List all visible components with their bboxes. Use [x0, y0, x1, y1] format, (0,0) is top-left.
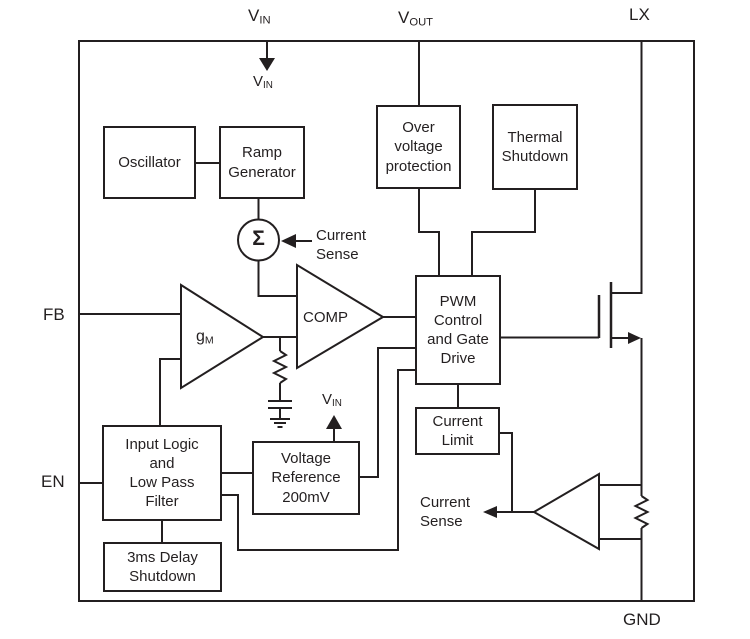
gm-triangle [180, 283, 265, 390]
vin-main: V [248, 6, 260, 25]
inner-vin-main: V [253, 73, 264, 90]
comp-triangle [296, 263, 385, 370]
signal-wires [79, 41, 643, 602]
inner-vin-sub: IN [263, 80, 273, 92]
over-voltage-protection-block: Over voltage protection [376, 105, 461, 189]
ground-symbol [270, 418, 290, 428]
mosfet-plates [597, 282, 613, 348]
pin-label-en: EN [41, 472, 65, 491]
pin-label-lx: LX [629, 5, 650, 24]
summing-junction-circle [237, 218, 280, 262]
vout-sub: OUT [409, 16, 434, 29]
vref-vin-label: VIN [322, 391, 342, 409]
delay-shutdown-block: 3ms Delay Shutdown [103, 542, 222, 592]
vref-vin-main: V [322, 391, 333, 408]
current-limit-label: Current Limit [432, 412, 483, 449]
pin-label-vin: VIN [248, 6, 271, 26]
sense-resistor [633, 495, 650, 529]
thermal-shutdown-block: Thermal Shutdown [492, 104, 578, 190]
current-sense-amp-triangle [531, 472, 600, 551]
sigma-input-arrowhead [281, 234, 296, 248]
compensation-capacitor [268, 400, 292, 409]
ramp-generator-block: Ramp Generator [219, 126, 305, 199]
current-sense-arrowhead [483, 506, 497, 518]
thermal-shutdown-label: Thermal Shutdown [501, 128, 569, 165]
vref-vin-arrowhead [326, 415, 342, 429]
current-sense-annotation-top: Current Sense [316, 227, 367, 264]
pwm-control-block: PWM Control and Gate Drive [415, 275, 501, 385]
compensation-resistor [271, 350, 289, 384]
inner-vin-label: VIN [253, 73, 273, 91]
delay-shutdown-label: 3ms Delay Shutdown [127, 548, 198, 585]
current-limit-block: Current Limit [415, 407, 500, 455]
vin-sub: IN [259, 14, 271, 27]
over-voltage-protection-label: Over voltage protection [385, 119, 452, 175]
voltage-reference-block: Voltage Reference 200mV [252, 441, 360, 515]
ramp-generator-label: Ramp Generator [228, 144, 296, 181]
input-logic-label: Input Logic and Low Pass Filter [125, 435, 199, 511]
input-logic-block: Input Logic and Low Pass Filter [102, 425, 222, 521]
summing-junction-label: Σ [252, 227, 265, 250]
vout-main: V [398, 8, 410, 27]
gm-sub: M [204, 334, 214, 347]
comparator-label: COMP [303, 309, 348, 326]
pin-label-fb: FB [43, 305, 65, 324]
current-sense-annotation-bottom: Current Sense [420, 494, 471, 531]
vref-vin-sub: IN [332, 398, 342, 410]
chip-boundary-box [78, 40, 695, 602]
pin-label-vout: VOUT [398, 8, 433, 28]
gm-main: g [196, 328, 205, 345]
pin-label-gnd: GND [623, 610, 661, 629]
voltage-reference-label: Voltage Reference 200mV [271, 450, 341, 506]
mosfet-source-arrowhead [628, 332, 641, 344]
vin-down-arrowhead [259, 58, 275, 71]
oscillator-label: Oscillator [118, 153, 181, 171]
oscillator-block: Oscillator [103, 126, 196, 199]
gm-amplifier-label: gM [196, 328, 214, 346]
pwm-control-label: PWM Control and Gate Drive [427, 292, 489, 368]
